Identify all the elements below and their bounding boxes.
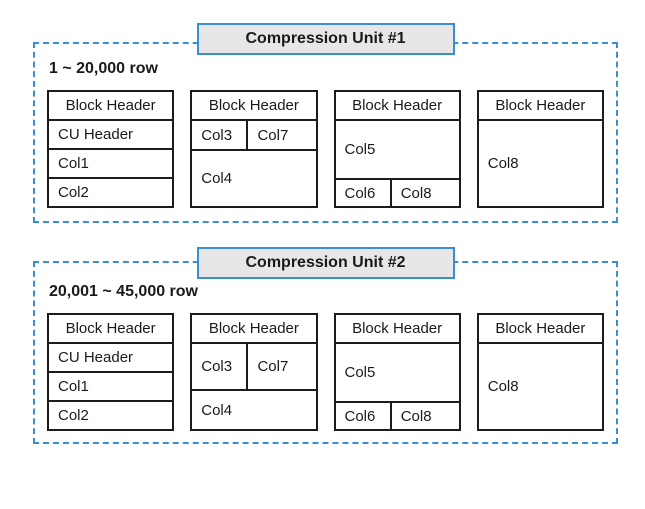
cell-col7: Col7 [246, 121, 315, 149]
compression-unit-1: Compression Unit #1 1 ~ 20,000 row Block… [33, 23, 618, 223]
block-header-cell: Block Header [495, 320, 586, 337]
cell-col6: Col6 [344, 184, 376, 202]
cell-col1: Col1 [49, 371, 173, 400]
split-row: Col3 Col7 [192, 342, 316, 389]
cell-cu-header: CU Header [49, 119, 173, 148]
split-row: Col6 Col8 [335, 401, 459, 429]
block-header-cell: Block Header [208, 320, 299, 337]
cell-col5: Col5 [335, 342, 459, 401]
compression-unit-2: Compression Unit #2 20,001 ~ 45,000 row … [33, 247, 618, 444]
block-header-cell: Block Header [352, 320, 443, 337]
split-row: Col6 Col8 [335, 178, 459, 206]
cell-col2: Col2 [49, 400, 173, 429]
block-header-cell: Block Header [495, 97, 586, 114]
cell-col3: Col3 [201, 126, 233, 144]
unit-title: Compression Unit #2 [196, 247, 455, 279]
block-3: Block Header Col5 Col6 Col8 [333, 313, 461, 431]
row-range-label: 1 ~ 20,000 row [49, 60, 158, 77]
cell-col5: Col5 [335, 119, 459, 178]
cell-col3: Col3 [201, 358, 233, 375]
cell-col6: Col6 [344, 407, 376, 425]
block-4: Block Header Col8 [476, 313, 604, 431]
block-header-cell: Block Header [208, 97, 299, 114]
block-1: Block Header CU Header Col1 Col2 [47, 90, 175, 208]
blocks-row: Block Header CU Header Col1 Col2 Block H… [47, 90, 604, 208]
cell-col1: Col1 [49, 148, 173, 177]
cell-col4: Col4 [192, 389, 316, 429]
unit-title: Compression Unit #1 [196, 23, 455, 55]
block-3: Block Header Col5 Col6 Col8 [333, 90, 461, 208]
cell-col2: Col2 [49, 177, 173, 206]
block-header-cell: Block Header [352, 97, 443, 114]
cell-cu-header: CU Header [49, 342, 173, 371]
cell-col7: Col7 [246, 344, 315, 389]
block-1: Block Header CU Header Col1 Col2 [47, 313, 175, 431]
row-range-label: 20,001 ~ 45,000 row [49, 283, 198, 300]
cell-col8: Col8 [389, 403, 459, 429]
block-4: Block Header Col8 [476, 90, 604, 208]
cell-col4: Col4 [192, 149, 316, 206]
split-row: Col3 Col7 [192, 119, 316, 149]
block-2: Block Header Col3 Col7 Col4 [190, 313, 318, 431]
blocks-row: Block Header CU Header Col1 Col2 Block H… [47, 313, 604, 431]
block-header-cell: Block Header [65, 320, 156, 337]
cell-col8: Col8 [478, 119, 602, 206]
block-2: Block Header Col3 Col7 Col4 [190, 90, 318, 208]
cell-col8: Col8 [389, 180, 459, 206]
block-header-cell: Block Header [65, 97, 156, 114]
cell-col8: Col8 [478, 342, 602, 429]
